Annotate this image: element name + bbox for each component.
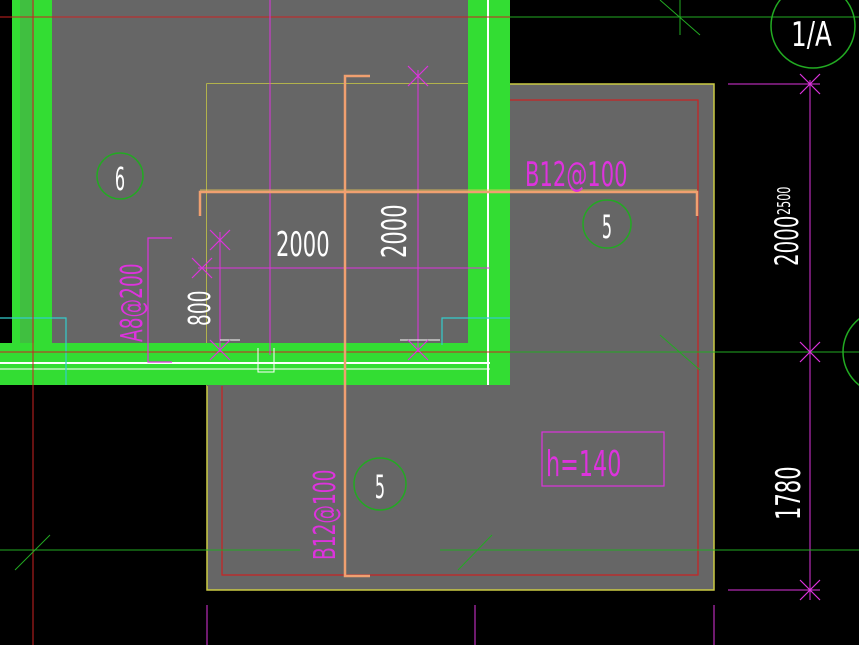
dimension-800[interactable]: 800	[182, 291, 217, 326]
axis-bubble-1a[interactable]	[770, 0, 856, 69]
slab-number-5-upper: 5	[602, 209, 612, 246]
green-diag-top	[659, 0, 701, 36]
cyan-column-left	[0, 317, 67, 385]
rebar-small-hook	[257, 348, 275, 373]
slab-number-5-lower: 5	[375, 469, 385, 506]
rebar-left-bracket[interactable]	[147, 237, 172, 363]
rebar-label-lower[interactable]: B12@100	[307, 470, 342, 560]
dimension-2000-horizontal[interactable]: 2000	[276, 225, 330, 265]
rebar-label-left[interactable]: A8@200	[114, 263, 149, 342]
rebar-vertical-main[interactable]	[343, 74, 370, 578]
rebar-label-top[interactable]: B12@100	[525, 155, 628, 195]
green-diag-bottom-left	[14, 534, 51, 571]
thickness-tag-label: h=140	[546, 444, 621, 486]
slab-number-5-upper-circle[interactable]	[582, 199, 632, 249]
dimension-2500-small[interactable]: 2500	[773, 187, 795, 215]
axis-bubble-1a-label: 1/A	[791, 15, 832, 54]
slab-number-6: 6	[115, 161, 125, 198]
dim-ticks	[191, 65, 821, 601]
cyan-column-right	[441, 317, 510, 345]
slab-number-5-lower-circle[interactable]	[353, 457, 407, 511]
slab-number-6-circle[interactable]	[96, 152, 144, 200]
thickness-tag-box[interactable]	[541, 431, 665, 487]
axis-bubble-right-partial	[842, 318, 859, 386]
dimension-2000-vertical[interactable]: 2000	[375, 204, 415, 258]
wall-left-inner	[20, 0, 34, 352]
rebar-top-horizontal[interactable]	[198, 190, 699, 216]
dimension-2000-right[interactable]: 2000	[769, 216, 806, 266]
dimension-1780[interactable]: 1780	[769, 466, 809, 520]
green-diag-bottom-right	[457, 534, 493, 571]
slab-overlap-fill	[207, 84, 510, 386]
wall-left	[12, 0, 52, 352]
